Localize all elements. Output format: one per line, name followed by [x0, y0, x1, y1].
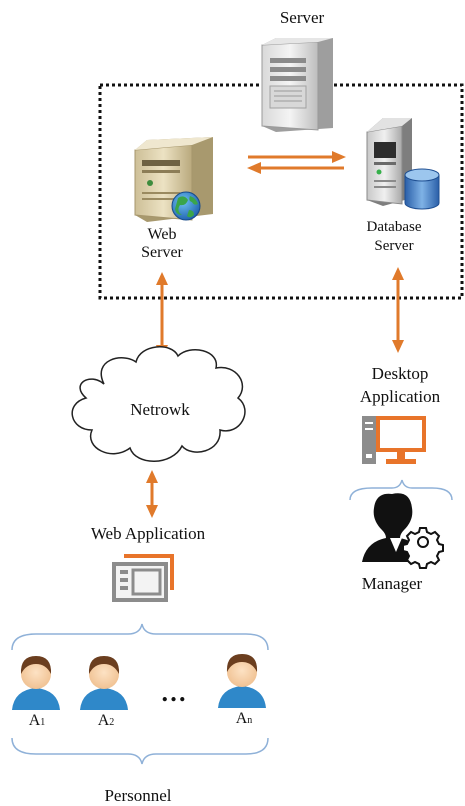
database-server-icon — [366, 118, 412, 206]
user-icon — [80, 656, 128, 710]
user-label-1-sub: 1 — [40, 717, 46, 728]
server-icon — [261, 38, 333, 132]
web-server-icon — [134, 137, 213, 222]
webserver-network-arrow — [156, 272, 168, 358]
user-label-n-sub: n — [247, 715, 253, 726]
database-server-label-line2: Server — [374, 238, 414, 255]
web-server-label-line2: Server — [141, 244, 183, 262]
manager-label: Manager — [361, 574, 423, 593]
web-server-label: Web Server — [141, 226, 183, 263]
personnel-top-brace — [11, 623, 269, 651]
database-desktop-arrow — [392, 267, 404, 353]
user-label-2: A2 — [98, 712, 115, 730]
personnel-bottom-brace — [11, 737, 269, 765]
user-icon — [12, 656, 60, 710]
desktop-icon — [362, 416, 426, 464]
user-label-2-letter: A — [97, 712, 110, 729]
server-title: Server — [279, 8, 325, 27]
ellipsis: … — [160, 678, 188, 707]
cloud-icon — [71, 346, 246, 462]
globe-icon — [171, 191, 201, 221]
database-server-label-line1: Database — [366, 219, 422, 235]
web-application-icon — [112, 554, 174, 602]
user-label-1: A1 — [29, 712, 46, 730]
user-label-n-letter: A — [235, 710, 248, 727]
desktop-application-label: Desktop Application — [360, 364, 440, 406]
user-label-1-letter: A — [28, 712, 41, 729]
desktop-application-label-line2: Application — [359, 386, 441, 406]
user-icon — [218, 654, 266, 708]
manager-brace — [349, 479, 453, 501]
desktop-application-label-line1: Desktop — [371, 364, 429, 383]
web-database-arrow — [247, 151, 346, 174]
database-server-label: Database Server — [367, 219, 422, 256]
database-icon — [404, 168, 440, 210]
gear-icon — [402, 527, 444, 569]
user-label-n: An — [236, 710, 253, 728]
user-label-2-sub: 2 — [109, 717, 115, 728]
web-server-label-line1: Web — [147, 226, 177, 243]
network-label: Netrowk — [130, 400, 190, 419]
personnel-label: Personnel — [104, 786, 172, 805]
network-webapp-arrow — [146, 470, 158, 518]
web-application-label: Web Application — [90, 524, 206, 543]
